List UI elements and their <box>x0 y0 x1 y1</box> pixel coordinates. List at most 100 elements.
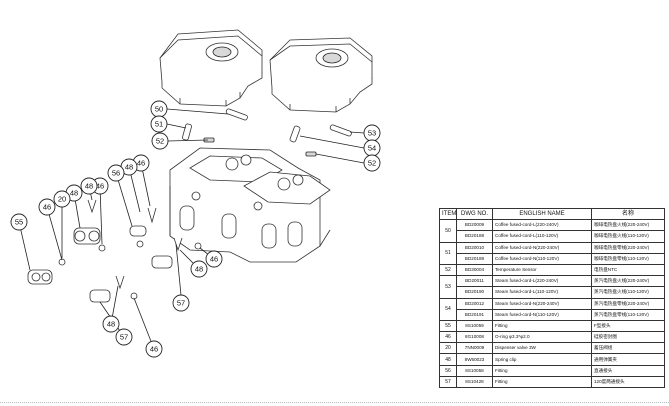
parts-table-header-row: ITEM DWG NO. ENGLISH NAME 名称 <box>439 207 665 221</box>
callout-57-upper: 57 <box>172 294 190 312</box>
chinese-cell: 咖啡电热盘火线(220-240V) <box>591 219 665 232</box>
english-cell: Steam fused-cord-N(220-240V) <box>492 297 592 310</box>
callout-53: 53 <box>363 124 381 142</box>
callout-48-e: 48 <box>102 315 120 333</box>
callout-label: 46 <box>210 255 218 264</box>
chinese-cell: 咖啡电热盘零线(220-240V) <box>591 241 665 254</box>
english-cell: Steam fused-cord-N(110-120V) <box>492 308 592 321</box>
callout-label: 46 <box>43 203 51 212</box>
chinese-cell: 蓄压阀组 <box>591 342 665 355</box>
callout-label: 46 <box>96 182 104 191</box>
callout-label: 53 <box>368 129 376 138</box>
callout-label: 57 <box>177 299 185 308</box>
header-english-name: ENGLISH NAME <box>492 207 592 221</box>
callout-label: 20 <box>58 195 66 204</box>
english-cell: Fitting <box>492 375 592 389</box>
table-row: 48 8W50023 Spring clip 通用弹簧夹 <box>439 353 665 366</box>
table-row: 54 BD20012 Steam fused-cord-N(220-240V) … <box>439 297 665 321</box>
item-cell: 20 <box>439 342 457 355</box>
callout-56: 56 <box>107 164 125 182</box>
callout-label: 48 <box>70 189 78 198</box>
dwg-cell: BD20009 <box>456 219 493 232</box>
english-cell: Coffee fused-cord-N(110-120V) <box>492 252 592 265</box>
dwg-cell: BD20190 <box>456 286 493 299</box>
english-cell: Coffee fused-cord-L(220-240V) <box>492 219 592 232</box>
leader-lines <box>18 108 365 350</box>
callout-52-left: 52 <box>151 132 169 150</box>
callout-46-c: 46 <box>38 198 56 216</box>
callout-label: 57 <box>120 333 128 342</box>
dwg-cell: BD20011 <box>456 275 493 288</box>
callout-52-right: 52 <box>363 154 381 172</box>
chinese-cell: F型接头 <box>591 319 665 333</box>
item-cell: 53 <box>439 275 457 299</box>
table-row: 52 BD30004 Temperature Sensor 电热盘NTC <box>439 263 665 277</box>
dwg-cell: BD20191 <box>456 308 493 321</box>
dwg-cell: BD30004 <box>456 263 493 277</box>
dwg-cell: 8S10428 <box>456 375 493 389</box>
item-cell: 56 <box>439 364 457 377</box>
dwg-cell: BD20188 <box>456 230 493 243</box>
header-item: ITEM <box>439 207 457 221</box>
table-row: 55 8S10059 Fitting F型接头 <box>439 319 665 333</box>
callout-55: 55 <box>10 213 28 231</box>
english-cell: Fitting <box>492 319 592 333</box>
dwg-cell: BD20189 <box>456 252 493 265</box>
boiler-assembly <box>169 147 331 263</box>
header-dwg-no: DWG NO. <box>456 207 493 221</box>
dwg-cell: 8S10058 <box>456 364 493 377</box>
callout-label: 48 <box>195 265 203 274</box>
callout-46-d: 46 <box>205 250 223 268</box>
fused-cord-parts <box>182 108 352 157</box>
table-row: 53 BD20011 Steam fused-cord-L(220-240V) … <box>439 275 665 299</box>
dwg-cell: BD20010 <box>456 241 493 254</box>
chinese-cell: 硅胶密封圈 <box>591 331 665 344</box>
english-cell: Steam fused-cord-L(110-120V) <box>492 286 592 299</box>
english-cell: Steam fused-cord-L(220-240V) <box>492 275 592 288</box>
chinese-cell: 蒸汽电热盘火线(220-240V) <box>591 275 665 288</box>
chinese-cell: 蒸汽电热盘零线(110-120V) <box>591 308 665 321</box>
chinese-cell: 蒸汽电热盘零线(220-240V) <box>591 297 665 310</box>
callout-label: 52 <box>156 137 164 146</box>
english-cell: Coffee fused-cord-L(110-120V) <box>492 230 592 243</box>
dwg-cell: 7NN0009 <box>456 342 493 355</box>
callout-46-e: 46 <box>145 340 163 358</box>
dwg-cell: 8S10059 <box>456 319 493 333</box>
item-cell: 46 <box>439 331 457 344</box>
chinese-cell: 电热盘NTC <box>591 263 665 277</box>
table-row: BD20189 Coffee fused-cord-N(110-120V) 咖啡… <box>440 252 665 265</box>
callout-label: 56 <box>112 169 120 178</box>
callout-51: 51 <box>150 115 168 133</box>
callout-label: 46 <box>150 345 158 354</box>
page-bottom-rule <box>0 402 669 403</box>
item-cell: 55 <box>439 319 457 333</box>
english-cell: Spring clip <box>492 353 592 366</box>
item-cell: 50 <box>439 219 457 243</box>
callout-label: 50 <box>155 105 163 114</box>
chinese-cell: 咖啡电热盘零线(110-120V) <box>591 252 665 265</box>
chinese-cell: 咖啡电热盘火线(110-120V) <box>591 230 665 243</box>
fittings-valves <box>27 199 202 303</box>
chinese-cell: 120度两通接头 <box>591 375 665 389</box>
item-cell: 48 <box>439 353 457 366</box>
callout-50: 50 <box>150 100 168 118</box>
dwg-cell: 8G10008 <box>456 331 493 344</box>
callout-20: 20 <box>53 190 71 208</box>
table-row: 51 BD20010 Coffee fused-cord-N(220-240V)… <box>439 241 665 265</box>
header-chinese-name: 名称 <box>591 207 665 221</box>
table-row: 50 BD20009 Coffee fused-cord-L(220-240V)… <box>439 219 665 243</box>
table-row: BD20191 Steam fused-cord-N(110-120V) 蒸汽电… <box>440 308 665 321</box>
callout-48-b: 48 <box>80 177 98 195</box>
callout-label: 51 <box>155 120 163 129</box>
callout-label: 48 <box>125 163 133 172</box>
callout-54: 54 <box>363 139 381 157</box>
callout-label: 52 <box>368 159 376 168</box>
english-cell: Fitting <box>492 364 592 377</box>
callout-label: 55 <box>15 218 23 227</box>
chinese-cell: 通用弹簧夹 <box>591 353 665 366</box>
callout-48-d: 48 <box>190 260 208 278</box>
table-row: BD20188 Coffee fused-cord-L(110-120V) 咖啡… <box>440 230 665 243</box>
callout-label: 48 <box>107 320 115 329</box>
